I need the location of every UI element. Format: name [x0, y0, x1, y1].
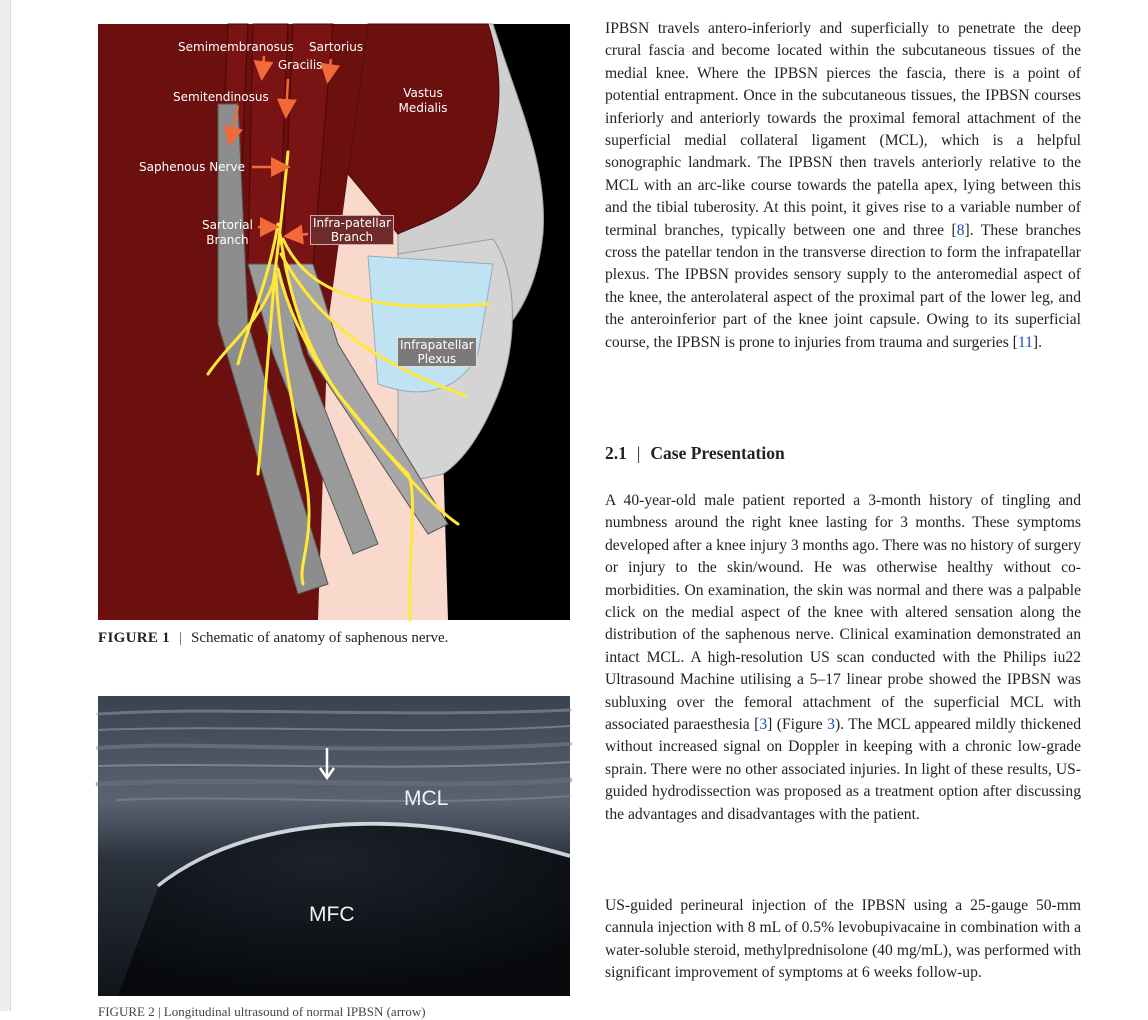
paragraph-2-part-b: ] (Figure: [767, 716, 828, 734]
paragraph-1-part-b: ]. These branches cross the patellar ten…: [605, 221, 1081, 351]
paragraph-1-part-c: ].: [1032, 333, 1042, 351]
reference-link-3[interactable]: 3: [759, 716, 768, 734]
figure-1-caption: FIGURE 1 | Schematic of anatomy of sapheno…: [98, 630, 448, 647]
section-title: Case Presentation: [650, 443, 785, 463]
label-infrapatellar-branch-line1: Infra-patellar: [313, 216, 391, 230]
reference-link-8[interactable]: 8: [956, 221, 965, 239]
label-gracilis: Gracilis: [278, 58, 323, 72]
figure-1-caption-separator: |: [179, 630, 183, 646]
label-vastus-medialis: Vastus Medialis: [396, 86, 450, 116]
label-saphenous-nerve: Saphenous Nerve: [139, 160, 245, 174]
label-sartorial-branch: Sartorial Branch: [202, 218, 253, 248]
figure-2-ultrasound-image: MCL MFC: [95, 696, 573, 996]
sartorius-tendon: [282, 263, 449, 535]
paragraph-2-part-c: ). The MCL appeared mildly thickened wit…: [605, 716, 1081, 823]
label-vastus-medialis-line2: Medialis: [398, 101, 448, 115]
femoral-condyle-surface: [156, 821, 571, 888]
label-arrows: [223, 55, 341, 245]
down-arrow: [318, 748, 336, 781]
label-semitendinosus: Semitendinosus: [173, 90, 269, 104]
label-vastus-medialis-line1: Vastus: [403, 86, 443, 100]
label-semimembranosus: Semimembranosus: [178, 40, 294, 54]
paragraph-2-part-a: A 40-year-old male patient reported a 3-…: [605, 492, 1081, 734]
label-sartorius: Sartorius: [309, 40, 364, 54]
label-mcl: MCL: [404, 787, 449, 810]
page-margin-line: [10, 0, 11, 1011]
paragraph-ipbsn-course: IPBSN travels antero-inferiorly and supe…: [605, 18, 1081, 354]
page-margin: [0, 0, 10, 1011]
label-infrapatellar-branch: Infra-patellar Branch: [310, 215, 394, 245]
section-separator: |: [636, 443, 641, 463]
figure-link-3[interactable]: 3: [827, 716, 835, 734]
section-number: 2.1: [605, 443, 627, 463]
medial-femoral-condyle: [118, 825, 570, 996]
ultrasound-drawing: [95, 696, 573, 996]
vastus-medialis-muscle: [347, 23, 500, 235]
figure-1-caption-number: FIGURE 1: [98, 630, 170, 646]
label-infrapatellar-plexus-line2: Plexus: [417, 352, 457, 366]
anatomy-drawing: [98, 23, 545, 622]
reference-link-11[interactable]: 11: [1017, 333, 1033, 351]
figure-2-caption-cropped: FIGURE 2 | Longitudinal ultrasound of no…: [98, 1004, 426, 1019]
label-infrapatellar-plexus-line1: Infrapatellar: [400, 338, 474, 352]
label-sartorial-branch-line1: Sartorial: [202, 218, 253, 232]
section-heading-case-presentation: 2.1 | Case Presentation: [605, 443, 785, 464]
figure-1-anatomy-schematic: Semimembranosus Sartorius Gracilis Semit…: [98, 23, 570, 622]
semitendinosus-tendon: [217, 103, 329, 595]
paragraph-case-details: A 40-year-old male patient reported a 3-…: [605, 490, 1081, 826]
paragraph-1-part-a: IPBSN travels antero-inferiorly and supe…: [605, 20, 1081, 239]
label-infrapatellar-branch-line2: Branch: [330, 230, 374, 244]
label-mfc: MFC: [309, 903, 355, 926]
tissue-striations: [95, 708, 573, 803]
figure-1-caption-text: Schematic of anatomy of saphenous nerve.: [191, 630, 449, 646]
paragraph-treatment: US-guided perineural injection of the IP…: [605, 897, 1081, 982]
label-sartorial-branch-line2: Branch: [206, 233, 249, 247]
label-infrapatellar-plexus: Infrapatellar Plexus: [397, 337, 477, 367]
saphenous-nerve-branches: [206, 150, 490, 622]
